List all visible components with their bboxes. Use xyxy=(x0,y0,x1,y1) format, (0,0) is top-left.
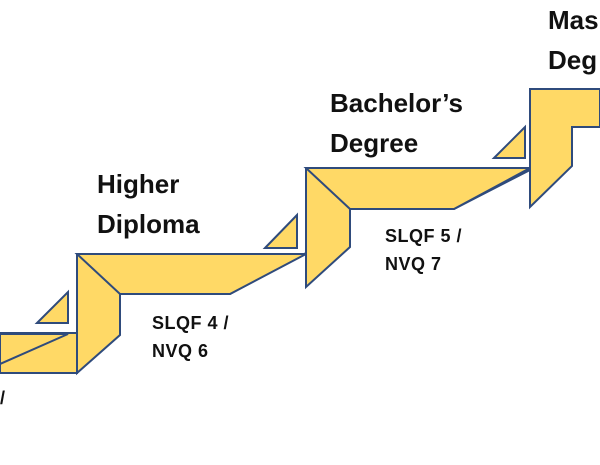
step-title-bachelors: Bachelor’s Degree xyxy=(330,83,463,163)
step-shape-masters xyxy=(529,88,600,210)
step-corner-triangle-2 xyxy=(262,212,298,249)
step-title-line: Higher xyxy=(97,169,180,199)
step-level-higher-diploma: SLQF 4 / NVQ 6 xyxy=(152,309,229,365)
step-fold-partial xyxy=(0,333,69,366)
step-level-line: NVQ 6 xyxy=(152,341,209,361)
step-title-line: Bachelor’s xyxy=(330,88,463,118)
step-level-bachelors: SLQF 5 / NVQ 7 xyxy=(385,222,462,278)
step-corner-triangle-1 xyxy=(34,289,69,324)
step-title-line: Diploma xyxy=(97,209,200,239)
step-level-line: SLQF 5 / xyxy=(385,226,463,246)
step-level-line: NVQ 7 xyxy=(385,254,442,274)
step-title-line: Degree xyxy=(330,128,419,158)
step-corner-triangle-3 xyxy=(491,124,526,159)
step-level-line: / xyxy=(0,388,6,408)
step-level-line: SLQF 4 / xyxy=(152,313,230,333)
step-title-line: Deg xyxy=(548,45,598,75)
step-title-masters: Mas Deg xyxy=(548,0,599,80)
step-fold-higher-diploma xyxy=(74,253,307,295)
step-level-partial: / xyxy=(0,384,6,412)
step-title-line: Mas xyxy=(548,5,599,35)
step-fold-bachelors xyxy=(303,167,531,210)
step-title-higher-diploma: Higher Diploma xyxy=(97,164,200,244)
